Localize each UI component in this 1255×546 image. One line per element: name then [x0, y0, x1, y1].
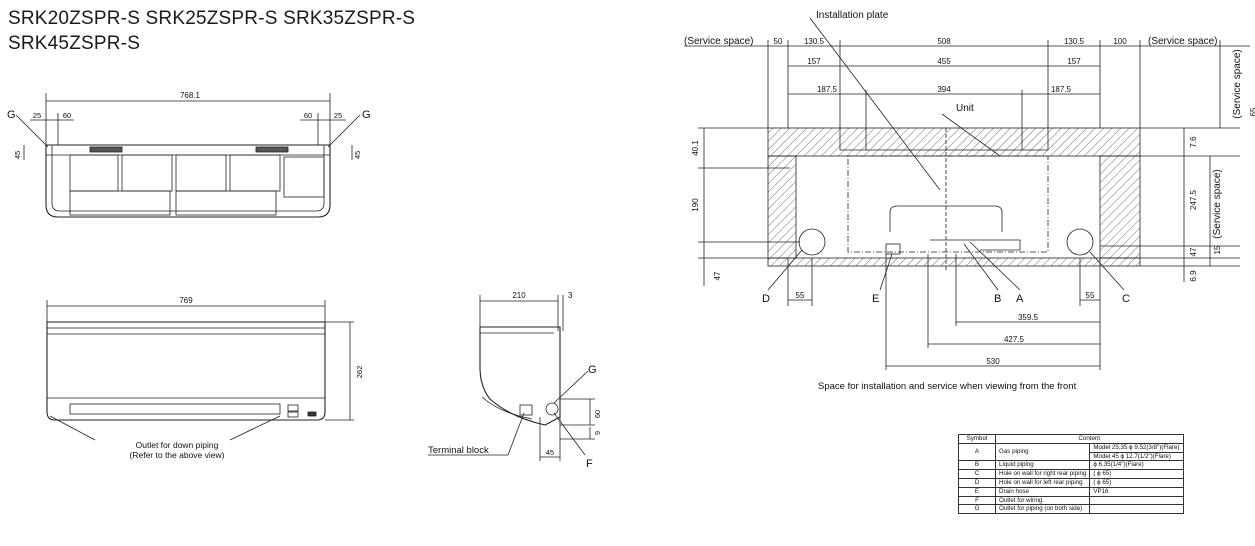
marker-e: E — [872, 293, 879, 305]
spec-value: Model 25,35 ϕ 9.52(3/8")(Flare) — [1089, 442, 1184, 453]
marker-b: B — [994, 293, 1001, 305]
marker-g-top-left: G — [7, 109, 16, 121]
right-vertical-dim-1: 65 — [1249, 107, 1255, 116]
spec-row-a: A Gas piping Model 25,35 ϕ 9.52(3/8")(Fl… — [958, 442, 1184, 462]
top-row-dim-3: 508 — [937, 37, 951, 46]
outlet-label-1: Outlet for down piping — [136, 440, 219, 450]
marker-g-side: G — [588, 364, 597, 376]
unit-label: Unit — [956, 103, 974, 114]
spec-table: Symbol Content A Gas piping Model 25,35 … — [958, 434, 1184, 515]
row3-dim-1: 187.5 — [817, 85, 838, 94]
spec-header-row: Symbol Content — [958, 434, 1184, 444]
right-vertical-dim-6: 6.9 — [1189, 270, 1198, 282]
model-title-line-1: SRK20ZSPR-S SRK25ZSPR-S SRK35ZSPR-S — [8, 8, 416, 29]
spec-value-2: Model 45 ϕ 12.7(1/2")(Flare) — [1089, 451, 1184, 462]
side-dim-60: 60 — [593, 410, 602, 418]
row2-dim-3: 157 — [1067, 57, 1081, 66]
bottom-dim-2: 55 — [1086, 291, 1095, 300]
side-dim-9: 9 — [593, 431, 602, 435]
top-row-dim-5: 100 — [1113, 37, 1127, 46]
side-dim-45: 45 — [546, 448, 554, 457]
top-row-dim-4: 130.5 — [1064, 37, 1085, 46]
top-row-dim-1: 50 — [774, 37, 783, 46]
spec-value: ( ϕ 65) — [1089, 477, 1184, 488]
spec-row-e: E Drain hose VP16 — [958, 486, 1184, 497]
installation-plate-label: Installation plate — [816, 10, 889, 21]
bottom-dim-3: 359.5 — [1018, 313, 1039, 322]
service-space-right: (Service space) — [1148, 36, 1217, 47]
spec-value — [1089, 504, 1184, 515]
service-space-vertical-top: (Service space) — [1232, 49, 1243, 118]
spec-row-d: D Hole on wall for left rear piping ( ϕ … — [958, 477, 1184, 488]
front-height-dim: 262 — [355, 366, 364, 379]
spec-content: Drain hose — [994, 486, 1091, 497]
row2-dim-1: 157 — [807, 57, 821, 66]
front-view-drawing: 769 262 Outlet for down piping (Refer to… — [46, 296, 364, 460]
side-depth-dim: 210 — [512, 291, 526, 300]
spec-symbol: G — [958, 504, 996, 515]
top-row-dim-2: 130.5 — [804, 37, 825, 46]
spec-value: ( ϕ 65) — [1089, 469, 1184, 479]
spec-header-symbol: Symbol — [958, 434, 996, 444]
spec-symbol: F — [958, 495, 996, 506]
spec-value: VP16 — [1089, 486, 1184, 497]
spec-content: Hole on wall for left rear piping — [994, 477, 1091, 488]
right-vertical-dim-5: 47 — [1189, 247, 1198, 256]
spec-value — [1089, 495, 1184, 506]
side-offset-dim: 3 — [568, 291, 573, 300]
row2-dim-2: 455 — [937, 57, 951, 66]
right-vertical-dim-4: 15 — [1213, 245, 1222, 254]
top-right-dim-b: 25 — [334, 111, 342, 120]
marker-c: C — [1122, 293, 1130, 305]
spec-content: Hole on wall for right rear piping — [994, 469, 1091, 479]
spec-symbol: C — [958, 469, 996, 479]
top-height-left: 45 — [13, 151, 22, 159]
right-vertical-dim-3: 247.5 — [1189, 189, 1198, 210]
left-vertical-dim-3: 47 — [713, 271, 722, 280]
top-width-dim: 768.1 — [180, 91, 201, 100]
top-right-dim-a: 60 — [304, 111, 312, 120]
row3-dim-3: 187.5 — [1051, 85, 1072, 94]
right-vertical-dim-2: 7.6 — [1189, 136, 1198, 148]
spec-content: Liquid piping — [994, 460, 1091, 471]
service-space-left: (Service space) — [684, 36, 753, 47]
bottom-dim-4: 427.5 — [1004, 335, 1025, 344]
row3-dim-2: 394 — [937, 85, 951, 94]
spec-symbol: E — [958, 486, 996, 497]
bottom-dim-5: 530 — [986, 357, 1000, 366]
spec-row-f: F Outlet for wiring — [958, 495, 1184, 506]
side-view-drawing: 210 3 60 9 45 G F Terminal block — [428, 291, 602, 467]
spec-row-g: G Outlet for piping (on both side) — [958, 504, 1184, 515]
top-height-right: 45 — [353, 151, 362, 159]
spec-row-b: B Liquid piping ϕ 6.35(1/4")(Flare) — [958, 460, 1184, 471]
spec-row-c: C Hole on wall for right rear piping ( ϕ… — [958, 469, 1184, 479]
left-vertical-dim-2: 190 — [691, 198, 700, 212]
spec-content: Gas piping — [994, 442, 1091, 462]
spec-header-content: Content — [995, 434, 1184, 444]
spec-symbol: B — [958, 460, 996, 471]
installation-view-drawing: Installation plate (Service space) (Serv… — [684, 10, 1255, 370]
model-title-line-2: SRK45ZSPR-S — [8, 33, 141, 54]
installation-caption: Space for installation and service when … — [818, 381, 1077, 392]
spec-content: Outlet for wiring — [994, 495, 1091, 506]
terminal-block-label: Terminal block — [428, 445, 489, 456]
spec-symbol: D — [958, 477, 996, 488]
top-view-drawing: 768.1 25 60 60 25 45 45 G G — [7, 91, 371, 218]
left-vertical-dim-1: 40.1 — [691, 140, 700, 156]
marker-g-top-right: G — [362, 109, 371, 121]
spec-content: Outlet for piping (on both side) — [994, 504, 1091, 515]
spec-value: ϕ 6.35(1/4")(Flare) — [1089, 460, 1184, 471]
outlet-label-2: (Refer to the above view) — [130, 450, 225, 460]
service-space-vertical-mid: (Service space) — [1212, 169, 1223, 238]
marker-a: A — [1016, 293, 1024, 305]
spec-symbol: A — [958, 442, 996, 462]
top-left-dim-b: 60 — [63, 111, 71, 120]
marker-f-side: F — [586, 458, 593, 467]
bottom-dim-1: 55 — [796, 291, 805, 300]
front-width-dim: 769 — [179, 296, 193, 305]
top-left-dim-a: 25 — [33, 111, 41, 120]
marker-d: D — [762, 293, 770, 305]
